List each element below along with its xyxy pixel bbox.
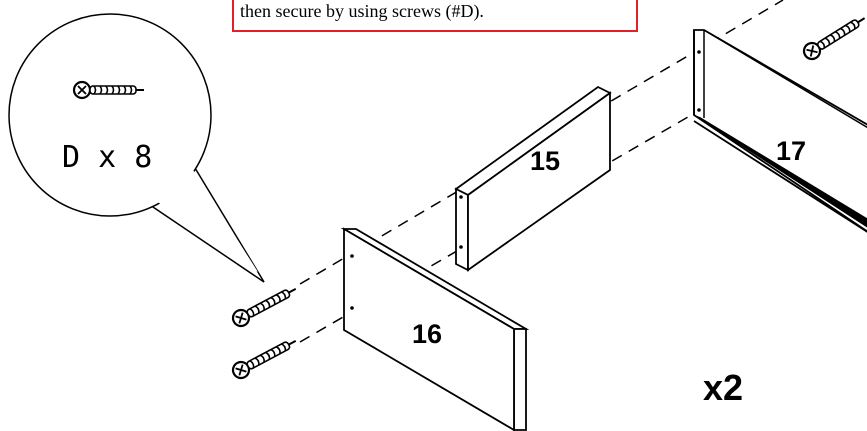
panel-15: 15 (454, 85, 612, 272)
screw-icon (229, 280, 301, 330)
panel-16-label: 16 (412, 319, 442, 349)
quantity-multiplier: x2 (703, 367, 743, 408)
screw-icon (799, 10, 867, 64)
panel-17-label: 17 (776, 136, 806, 166)
panel-16: 16 (340, 227, 530, 431)
instruction-box: then secure by using screws (#D). (232, 0, 638, 32)
panel-15-label: 15 (530, 146, 560, 176)
callout-quantity-label: D x 8 (62, 140, 152, 175)
panel-17: 17 (693, 29, 867, 233)
screw-icon (229, 332, 301, 382)
instruction-text: then secure by using screws (#D). (240, 1, 484, 21)
hardware-callout: D x 8 (8, 13, 265, 283)
